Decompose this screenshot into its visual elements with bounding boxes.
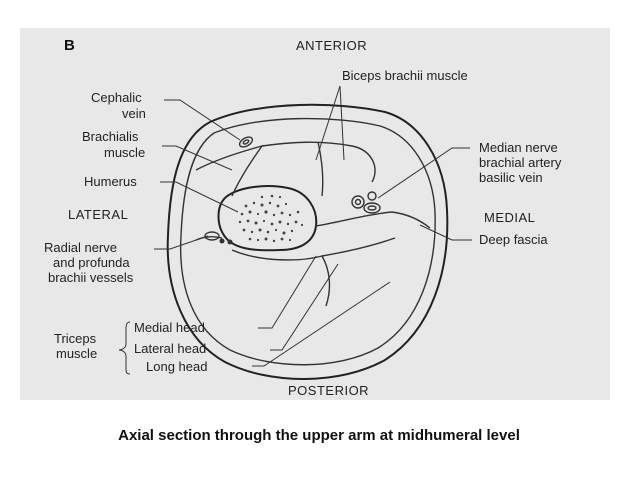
biceps-septum [261,141,376,183]
lateral-label: LATERAL [68,207,128,222]
median-label-2: brachial artery [479,155,562,170]
radial-label-3: brachii vessels [48,270,134,285]
brachial-artery-inner [367,205,377,211]
brachial-artery [363,202,381,214]
panel-letter: B [64,37,75,54]
medial-label: MEDIAL [484,210,535,225]
brachialis-septum [195,144,264,197]
anterior-label: ANTERIOR [296,38,367,53]
skin-outline [166,103,449,380]
brachialis-label-2: muscle [104,145,145,160]
humerus-marrow [238,194,304,243]
long-head-label: Long head [146,359,207,374]
medial-intermuscular-septum [315,211,431,229]
brachialis-label-1: Brachialis [82,129,139,144]
median-nerve-inner [354,198,362,206]
profunda-vessel-1 [219,238,225,244]
cephalic-vein [238,136,254,148]
figure-caption: Axial section through the upper arm at m… [118,427,520,444]
deep-fascia-label: Deep fascia [479,232,548,247]
cephalic-label-1: Cephalic [91,90,142,105]
medial-head-label: Medial head [134,320,205,335]
cephalic-vein-inner [242,139,250,145]
triceps-label-1: Triceps [54,331,97,346]
triceps-septum-2 [321,237,396,257]
radial-label-2: and profunda [53,255,130,270]
median-nerve [351,195,365,209]
humerus-label: Humerus [84,174,137,189]
triceps-label-2: muscle [56,346,97,361]
deep-fascia-outline [179,117,436,366]
biceps-label: Biceps brachii muscle [342,68,468,83]
radial-nerve [204,231,220,241]
median-label-3: basilic vein [479,170,543,185]
basilic-vein [367,191,377,201]
posterior-label: POSTERIOR [288,383,369,398]
radial-label-1: Radial nerve [44,240,117,255]
cephalic-label-2: vein [122,106,146,121]
lateral-head-label: Lateral head [134,341,206,356]
leader-lines [118,85,472,375]
biceps-divider [317,141,324,197]
profunda-vessel-2 [227,239,233,245]
humerus-bone [217,185,318,252]
triceps-septum-1 [231,249,331,307]
median-label-1: Median nerve [479,140,558,155]
